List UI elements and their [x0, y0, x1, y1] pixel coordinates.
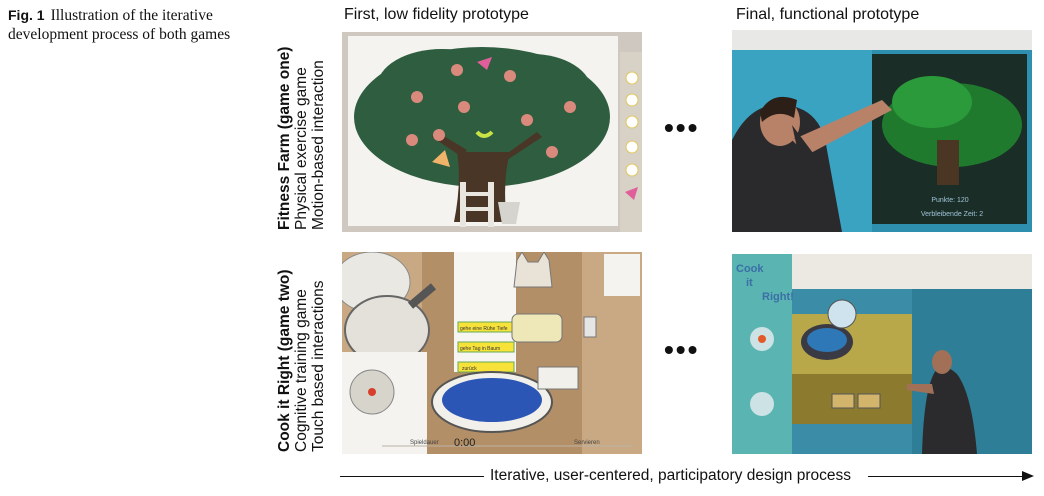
row-label-cook-it-right: Cook it Right (game two) Cognitive train…: [276, 252, 327, 452]
ellipsis-row-1: •••: [664, 112, 700, 143]
paper-button-2-text: gehe Tag in Baum: [460, 346, 500, 352]
row-line-cook-2: Touch based interactions: [310, 280, 327, 452]
row-line-fitness-2: Motion-based interaction: [310, 60, 327, 230]
screen-points-text: Punkte: 120: [931, 197, 968, 204]
row-title-fitness-farm: Fitness Farm (game one): [276, 46, 293, 230]
column-header-functional: Final, functional prototype: [736, 6, 920, 23]
ellipsis-row-2: •••: [664, 334, 700, 365]
paper-button-1-text: gehe eine Rühe Tiefe: [460, 326, 508, 332]
cook-logo-line-3: Right!: [762, 291, 794, 303]
arrow-head-icon: [1022, 471, 1034, 481]
photo-cook-it-right-functional-prototype: Cook it Right!: [732, 254, 1032, 454]
photo-fitness-farm-paper-prototype: [342, 32, 642, 232]
screen-time-text: Verbleibende Zeit: 2: [921, 211, 983, 218]
paper-right-label: Servieren: [574, 440, 600, 446]
photo-cook-it-right-paper-prototype: gehe eine Rühe Tiefe gehe Tag in Baum zu…: [342, 252, 642, 454]
process-line-right: [868, 476, 1024, 477]
paper-button-3-text: zurück: [462, 366, 477, 372]
cook-logo-line-2: it: [746, 277, 753, 289]
photo-fitness-farm-functional-prototype: Punkte: 120 Verbleibende Zeit: 2: [732, 30, 1032, 232]
paper-timer: 0:00: [454, 437, 475, 449]
cook-logo-line-1: Cook: [736, 263, 764, 275]
figure-label: Fig. 1: [8, 7, 45, 23]
paper-left-label: Spieldauer: [410, 440, 439, 446]
row-label-fitness-farm: Fitness Farm (game one) Physical exercis…: [276, 30, 327, 230]
process-label: Iterative, user-centered, participatory …: [490, 467, 851, 484]
process-line-left: [340, 476, 484, 477]
row-title-cook-it-right: Cook it Right (game two): [276, 269, 293, 452]
figure-caption-text: Illustration of the iterative developmen…: [8, 7, 231, 43]
row-line-fitness-1: Physical exercise game: [293, 67, 310, 230]
process-arrow: Iterative, user-centered, participatory …: [340, 464, 1034, 488]
column-header-low-fidelity: First, low fidelity prototype: [344, 6, 529, 23]
row-line-cook-1: Cognitive training game: [293, 289, 310, 452]
